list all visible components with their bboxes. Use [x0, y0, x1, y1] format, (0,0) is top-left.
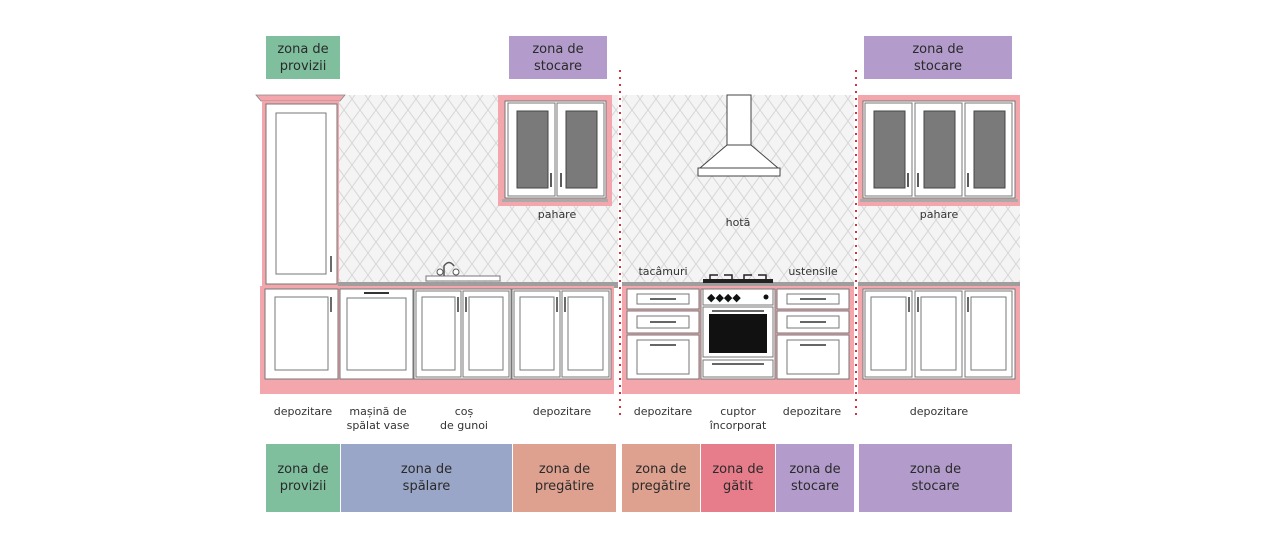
pantry-cabinet: [255, 94, 346, 287]
label-depozitare-sink: depozitare: [532, 405, 592, 418]
label-pahare-right: pahare: [919, 208, 959, 221]
top-zone-provizii: zona de provizii: [266, 36, 340, 79]
base-cabinets-center: [626, 288, 850, 380]
label-hota: hotă: [725, 216, 751, 229]
svg-text:◆◆◆◆: ◆◆◆◆: [707, 291, 741, 304]
countertop-left: [338, 282, 618, 288]
countertop-right: [858, 282, 1020, 288]
faucet-icon: [425, 261, 501, 282]
label-depozitare-right: depozitare: [909, 405, 969, 418]
built-in-oven-icon: ◆◆◆◆: [700, 288, 776, 380]
base-cabinets-left: [264, 288, 612, 380]
label-depozitare-center-right: depozitare: [782, 405, 842, 418]
top-zone-stocare-right: zona de stocare: [864, 36, 1012, 79]
label-depozitare-center-left: depozitare: [633, 405, 693, 418]
cooktop-icon: [703, 274, 773, 283]
countertop-center: [622, 282, 854, 288]
label-depozitare-pantry: depozitare: [273, 405, 333, 418]
range-hood-icon: [697, 94, 781, 177]
top-zone-stocare-left: zona de stocare: [509, 36, 607, 79]
upper-cabinet-left: [498, 95, 612, 206]
upper-cabinet-right: [858, 95, 1020, 206]
label-tacamuri: tacâmuri: [638, 265, 688, 278]
label-pahare-left: pahare: [537, 208, 577, 221]
label-ustensile: ustensile: [788, 265, 838, 278]
base-cabinets-right: [862, 288, 1016, 380]
